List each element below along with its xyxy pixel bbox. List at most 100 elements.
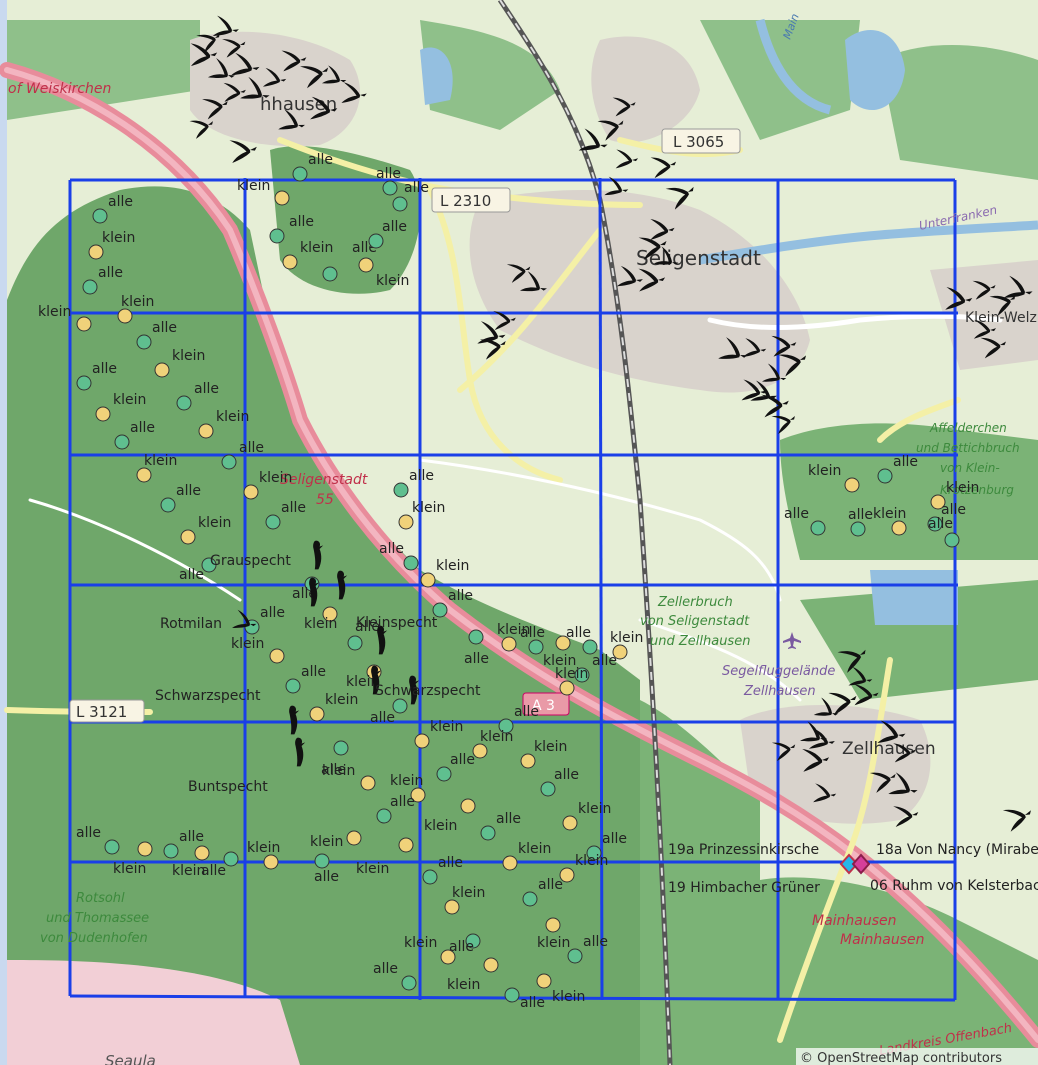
- poi-diamond-icon[interactable]: [839, 853, 871, 875]
- marker-klein[interactable]: klein: [420, 558, 469, 588]
- marker-alle[interactable]: alle: [928, 516, 960, 548]
- marker-alle[interactable]: alle: [160, 483, 201, 513]
- marker-alle[interactable]: alle: [265, 500, 306, 530]
- marker-klein[interactable]: klein: [282, 240, 333, 270]
- marker-alle[interactable]: alle: [480, 811, 521, 841]
- marker-klein[interactable]: klein: [154, 348, 205, 378]
- marker-alle[interactable]: alle: [877, 454, 918, 484]
- marker-alle[interactable]: alle: [574, 653, 617, 683]
- marker-klein[interactable]: klein: [424, 798, 476, 834]
- marker-klein[interactable]: klein: [610, 630, 643, 660]
- marker-alle[interactable]: alle: [347, 619, 380, 651]
- marker-klein[interactable]: klein: [873, 506, 907, 536]
- marker-klein[interactable]: klein: [198, 409, 249, 439]
- marker-label-klein: klein: [404, 935, 437, 951]
- marker-alle[interactable]: alle: [201, 851, 239, 879]
- marker-klein[interactable]: klein: [309, 692, 358, 722]
- marker-alle[interactable]: alle: [269, 214, 314, 244]
- marker-klein[interactable]: klein: [180, 515, 231, 545]
- marker-alle[interactable]: alle: [464, 629, 489, 667]
- marker-alle[interactable]: alle: [436, 752, 475, 782]
- marker-alle[interactable]: alle: [848, 507, 873, 537]
- marker-alle[interactable]: alle: [76, 361, 117, 391]
- marker-alle[interactable]: alle: [321, 740, 349, 778]
- marker-klein[interactable]: klein: [358, 257, 409, 289]
- marker-alle[interactable]: alle: [379, 541, 419, 571]
- marker-klein[interactable]: klein: [136, 453, 177, 483]
- marker-alle[interactable]: alle: [292, 152, 333, 182]
- marker-klein[interactable]: klein: [520, 739, 567, 769]
- marker-alle[interactable]: alle: [566, 625, 598, 655]
- marker-klein[interactable]: klein: [356, 837, 414, 877]
- marker-klein[interactable]: klein: [88, 230, 135, 260]
- marker-klein[interactable]: klein: [444, 885, 485, 915]
- marker-alle[interactable]: alle: [373, 961, 417, 991]
- marker-alle[interactable]: alle: [586, 831, 627, 861]
- marker-klein[interactable]: klein: [390, 773, 426, 803]
- marker-alle[interactable]: alle: [163, 829, 204, 859]
- marker-klein[interactable]: klein: [808, 463, 860, 493]
- marker-alle[interactable]: alle: [76, 825, 120, 855]
- marker-klein[interactable]: klein: [930, 480, 979, 510]
- marker-klein[interactable]: klein: [38, 304, 92, 332]
- marker-klein[interactable]: klein: [404, 935, 456, 965]
- marker-label-alle: alle: [370, 710, 395, 726]
- marker-alle[interactable]: alle: [114, 420, 155, 450]
- marker-klein[interactable]: klein: [472, 729, 513, 759]
- marker-klein[interactable]: klein: [497, 622, 530, 652]
- marker-alle[interactable]: alle: [285, 664, 326, 694]
- marker-alle[interactable]: alle: [136, 320, 177, 350]
- marker-alle[interactable]: alle: [784, 506, 826, 536]
- marker-alle[interactable]: alle: [82, 265, 123, 295]
- marker-klein[interactable]: klein: [117, 294, 154, 324]
- marker-klein[interactable]: klein: [536, 973, 585, 1005]
- marker-klein[interactable]: klein: [414, 719, 463, 749]
- marker-alle[interactable]: alle: [522, 877, 563, 907]
- marker-label-klein: klein: [480, 729, 513, 745]
- marker-alle[interactable]: alle: [376, 166, 401, 196]
- marker-klein[interactable]: klein: [543, 635, 576, 669]
- marker-alle[interactable]: alle: [314, 853, 339, 885]
- marker-klein[interactable]: klein: [231, 636, 285, 664]
- marker-alle[interactable]: alle: [540, 767, 579, 797]
- marker-alle[interactable]: alle: [432, 588, 473, 618]
- marker-klein[interactable]: klein: [562, 801, 611, 831]
- marker-alle[interactable]: alle: [370, 698, 408, 726]
- marker-alle[interactable]: alle: [92, 194, 133, 224]
- marker-klein[interactable]: klein: [559, 853, 608, 883]
- marker-klein[interactable]: klein: [247, 840, 280, 870]
- marker-alle[interactable]: alle: [498, 704, 539, 734]
- marker-alle[interactable]: alle: [520, 625, 545, 655]
- marker-klein[interactable]: klein: [243, 470, 292, 500]
- marker-klein[interactable]: klein: [322, 763, 376, 791]
- marker-alle[interactable]: alle: [567, 934, 608, 964]
- marker-label-klein: klein: [113, 392, 146, 408]
- marker-alle[interactable]: alle: [504, 987, 545, 1011]
- marker-alle[interactable]: alle: [176, 381, 219, 411]
- river-main: [699, 220, 1038, 265]
- marker-klein[interactable]: klein: [555, 666, 588, 696]
- marker-label-alle: alle: [355, 619, 380, 635]
- marker-klein[interactable]: klein: [237, 178, 290, 206]
- marker-klein[interactable]: klein: [537, 917, 570, 951]
- marker-alle[interactable]: alle: [392, 180, 429, 212]
- marker-alle[interactable]: alle: [179, 557, 217, 583]
- marker-alle[interactable]: alle: [221, 440, 264, 470]
- marker-klein[interactable]: klein: [310, 830, 362, 850]
- svg-text:L 3121: L 3121: [76, 703, 127, 721]
- road-label-l3121: L 3121: [69, 699, 145, 723]
- marker-alle[interactable]: alle: [368, 219, 407, 249]
- marker-klein[interactable]: klein: [398, 500, 445, 530]
- marker-klein[interactable]: klein: [172, 845, 210, 879]
- marker-klein[interactable]: klein: [95, 392, 146, 422]
- marker-klein[interactable]: klein: [304, 606, 338, 632]
- marker-klein[interactable]: klein: [113, 841, 153, 877]
- marker-klein[interactable]: klein: [447, 957, 499, 993]
- marker-alle[interactable]: alle: [422, 855, 463, 885]
- marker-alle[interactable]: alle: [376, 794, 415, 824]
- marker-alle[interactable]: alle: [927, 502, 966, 532]
- marker-alle[interactable]: alle: [449, 933, 481, 955]
- marker-klein[interactable]: klein: [502, 841, 551, 871]
- marker-alle[interactable]: alle: [393, 468, 434, 498]
